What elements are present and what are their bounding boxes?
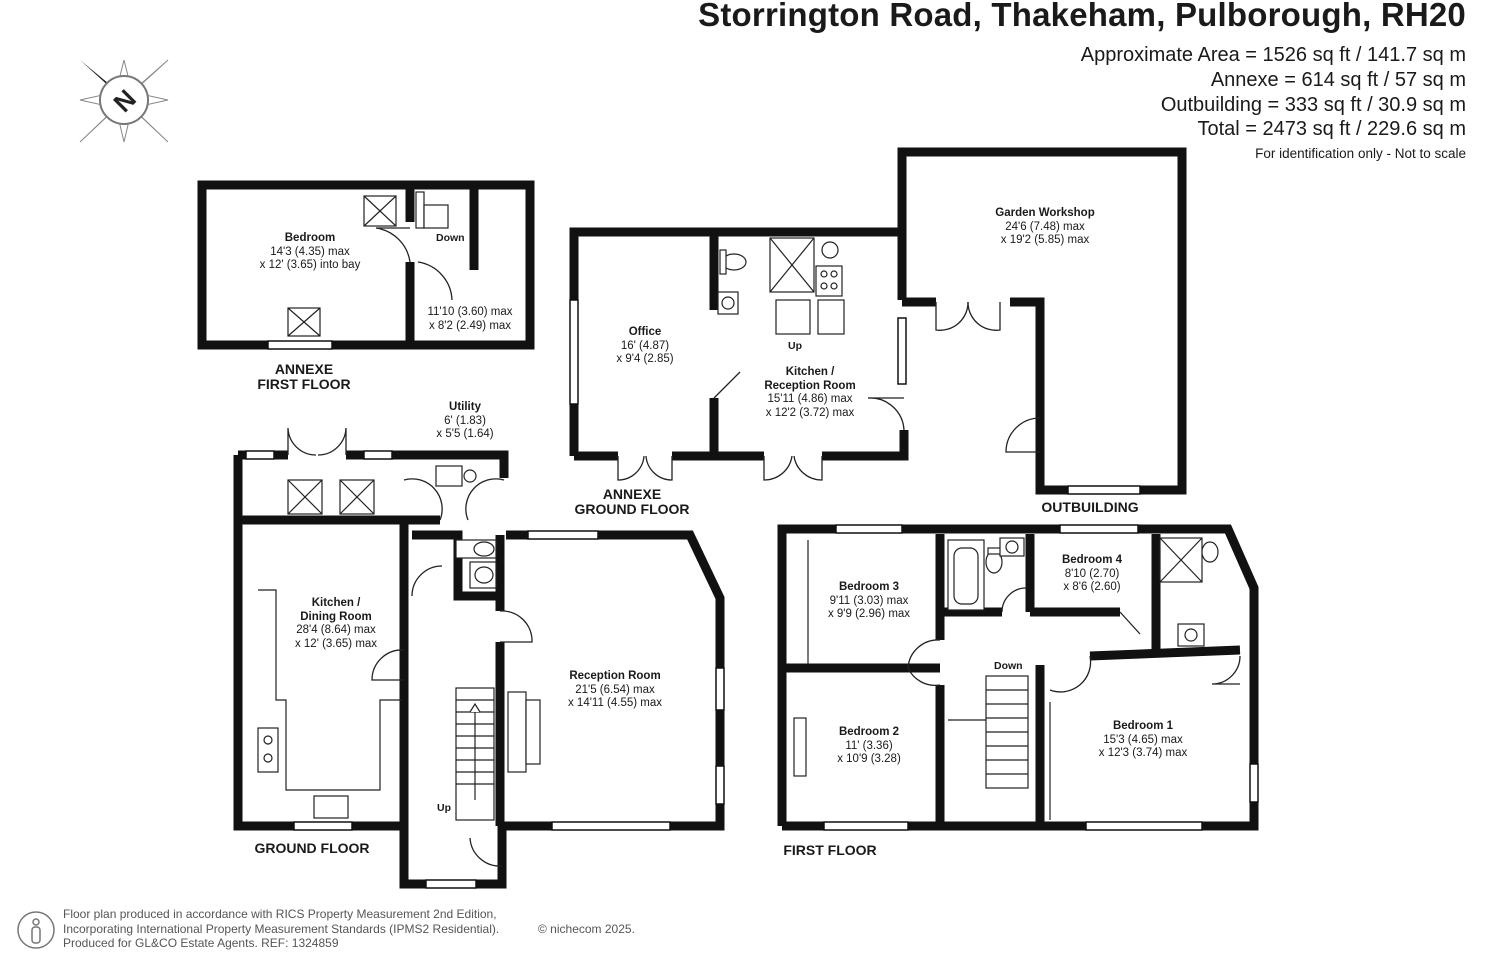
room-garden-workshop: Garden Workshop 24'6 (7.48) max x 19'2 (… [995,207,1095,246]
room-bedroom-1: Bedroom 1 15'3 (4.65) max x 12'3 (3.74) … [1098,720,1188,759]
annexe-area: Annexe = 614 sq ft / 57 sq m [1210,69,1466,91]
floor-label-annexe-ground: ANNEXE GROUND FLOOR [574,486,690,517]
outbuilding-area: Outbuilding = 333 sq ft / 30.9 sq m [1160,94,1466,116]
room-office: Office 16' (4.87) x 9'4 (2.85) [616,326,674,365]
footer-notes: Floor plan produced in accordance with R… [63,907,500,950]
room-bedroom-4: Bedroom 4 8'10 (2.70) x 8'6 (2.60) [1061,554,1123,593]
accessibility-icon [17,911,55,949]
room-annexe-bedroom: Bedroom 14'3 (4.35) max x 12' (3.65) int… [259,232,361,271]
floor-label-annexe-first: ANNEXE FIRST FLOOR [257,361,351,392]
windows [245,299,1259,889]
stairs-up-ground: Up [437,802,451,814]
room-reception: Reception Room 21'5 (6.54) max x 14'11 (… [567,670,663,709]
approx-area: Approximate Area = 1526 sq ft / 141.7 sq… [1080,44,1466,66]
stairs-down-annexe: Down [436,232,465,244]
copyright: © nichecom 2025. [538,922,635,936]
floor-label-first: FIRST FLOOR [783,842,877,858]
room-bedroom-3: Bedroom 3 9'11 (3.03) max x 9'9 (2.96) m… [827,581,911,620]
doors [287,227,1241,867]
property-title: Storrington Road, Thakeham, Pulborough, … [698,0,1466,33]
floor-label-ground: GROUND FLOOR [254,840,370,856]
stairs-down-first: Down [994,660,1023,672]
room-annexe-landing: 11'10 (3.60) max x 8'2 (2.49) max [427,306,513,332]
disclaimer: For identification only - Not to scale [1255,146,1466,161]
floor-label-outbuilding: OUTBUILDING [1041,499,1139,515]
room-annexe-kitchen: Kitchen / Reception Room 15'11 (4.86) ma… [764,366,856,419]
compass-icon: N [79,59,169,143]
room-bedroom-2: Bedroom 2 11' (3.36) x 10'9 (3.28) [837,726,901,765]
stairs-up-annexe: Up [788,340,802,352]
fixtures [257,191,1219,821]
total-area: Total = 2473 sq ft / 229.6 sq m [1197,118,1467,140]
room-utility: Utility 6' (1.83) x 5'5 (1.64) [436,401,494,440]
room-kitchen-dining: Kitchen / Dining Room 28'4 (8.64) max x … [294,597,378,650]
